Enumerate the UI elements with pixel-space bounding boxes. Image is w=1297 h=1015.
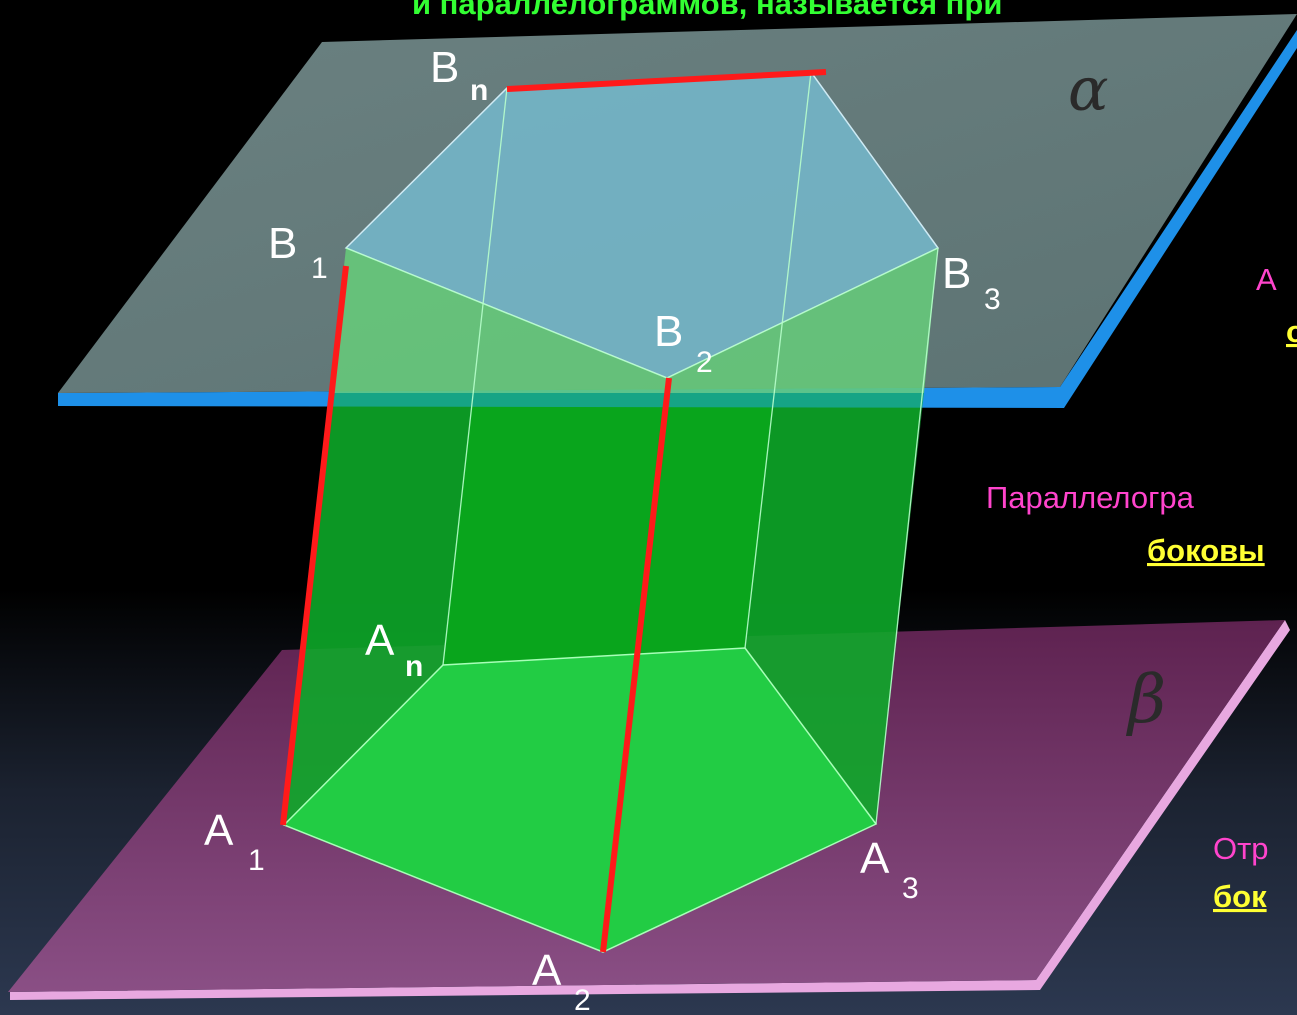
vertex-label-Bn: B n <box>430 43 488 107</box>
highlight-edges <box>280 69 827 953</box>
vertex-B1-index: 1 <box>311 252 328 285</box>
vertex-A3-base: A <box>860 834 890 883</box>
vertex-label-A2: A 2 <box>532 946 591 1015</box>
face-front-left-upper <box>330 248 667 393</box>
side-text-1-line2: о <box>1286 314 1297 349</box>
vertex-B3-index: 3 <box>984 283 1001 316</box>
vertex-B2-base: B <box>654 307 683 356</box>
vertex-label-B1: B 1 <box>268 219 328 285</box>
edge-A3-B3 <box>875 247 939 825</box>
edge-B2-B3 <box>666 247 939 379</box>
side-text-1-line1: А <box>1256 262 1277 297</box>
vertex-A2-index: 2 <box>574 984 591 1015</box>
edge-B1-B2 <box>345 247 668 379</box>
vertex-A2-base: A <box>532 946 562 995</box>
face-front-right-upper <box>664 248 938 393</box>
vertex-label-A3: A 3 <box>860 834 919 905</box>
edge-A2-B2 <box>600 377 672 953</box>
vertex-A1-index: 1 <box>248 844 265 877</box>
side-text-3-line1: Отр <box>1213 831 1269 866</box>
vertex-Bn-index: n <box>470 74 488 107</box>
edge-Bn-B <box>506 69 827 92</box>
bottom-base-polygon <box>282 647 878 953</box>
vertex-label-An: A n <box>365 616 423 683</box>
title-fragment: и параллелограммов, называется при <box>412 0 1002 21</box>
vertex-An-index: n <box>405 650 423 683</box>
plane-beta-label: β <box>1125 661 1166 738</box>
vertex-label-B3: B 3 <box>942 249 1001 316</box>
vertex-An-base: A <box>365 616 395 665</box>
plane-alpha-label: α <box>1068 55 1109 125</box>
vertex-B2-index: 2 <box>696 346 713 379</box>
vertex-label-B2: B 2 <box>654 307 713 379</box>
thin-edges <box>345 71 939 825</box>
side-text-2-line2: боковы <box>1147 533 1265 568</box>
edge-An-Bn <box>442 87 508 666</box>
vertex-B3-base: B <box>942 249 971 298</box>
vertex-A3-index: 3 <box>902 872 919 905</box>
edge-A1-B1 <box>280 265 349 826</box>
vertex-B1-base: B <box>268 219 297 268</box>
side-text-3-line2: бок <box>1213 879 1267 914</box>
vertex-A1-base: A <box>204 806 234 855</box>
edge-A-B-back <box>744 71 812 649</box>
vertex-label-A1: A 1 <box>204 806 265 877</box>
side-text-2-line1: Параллелогра <box>986 480 1195 515</box>
vertex-Bn-base: B <box>430 43 459 92</box>
side-text-group: А о Параллелогра боковы Отр бок <box>986 262 1297 914</box>
